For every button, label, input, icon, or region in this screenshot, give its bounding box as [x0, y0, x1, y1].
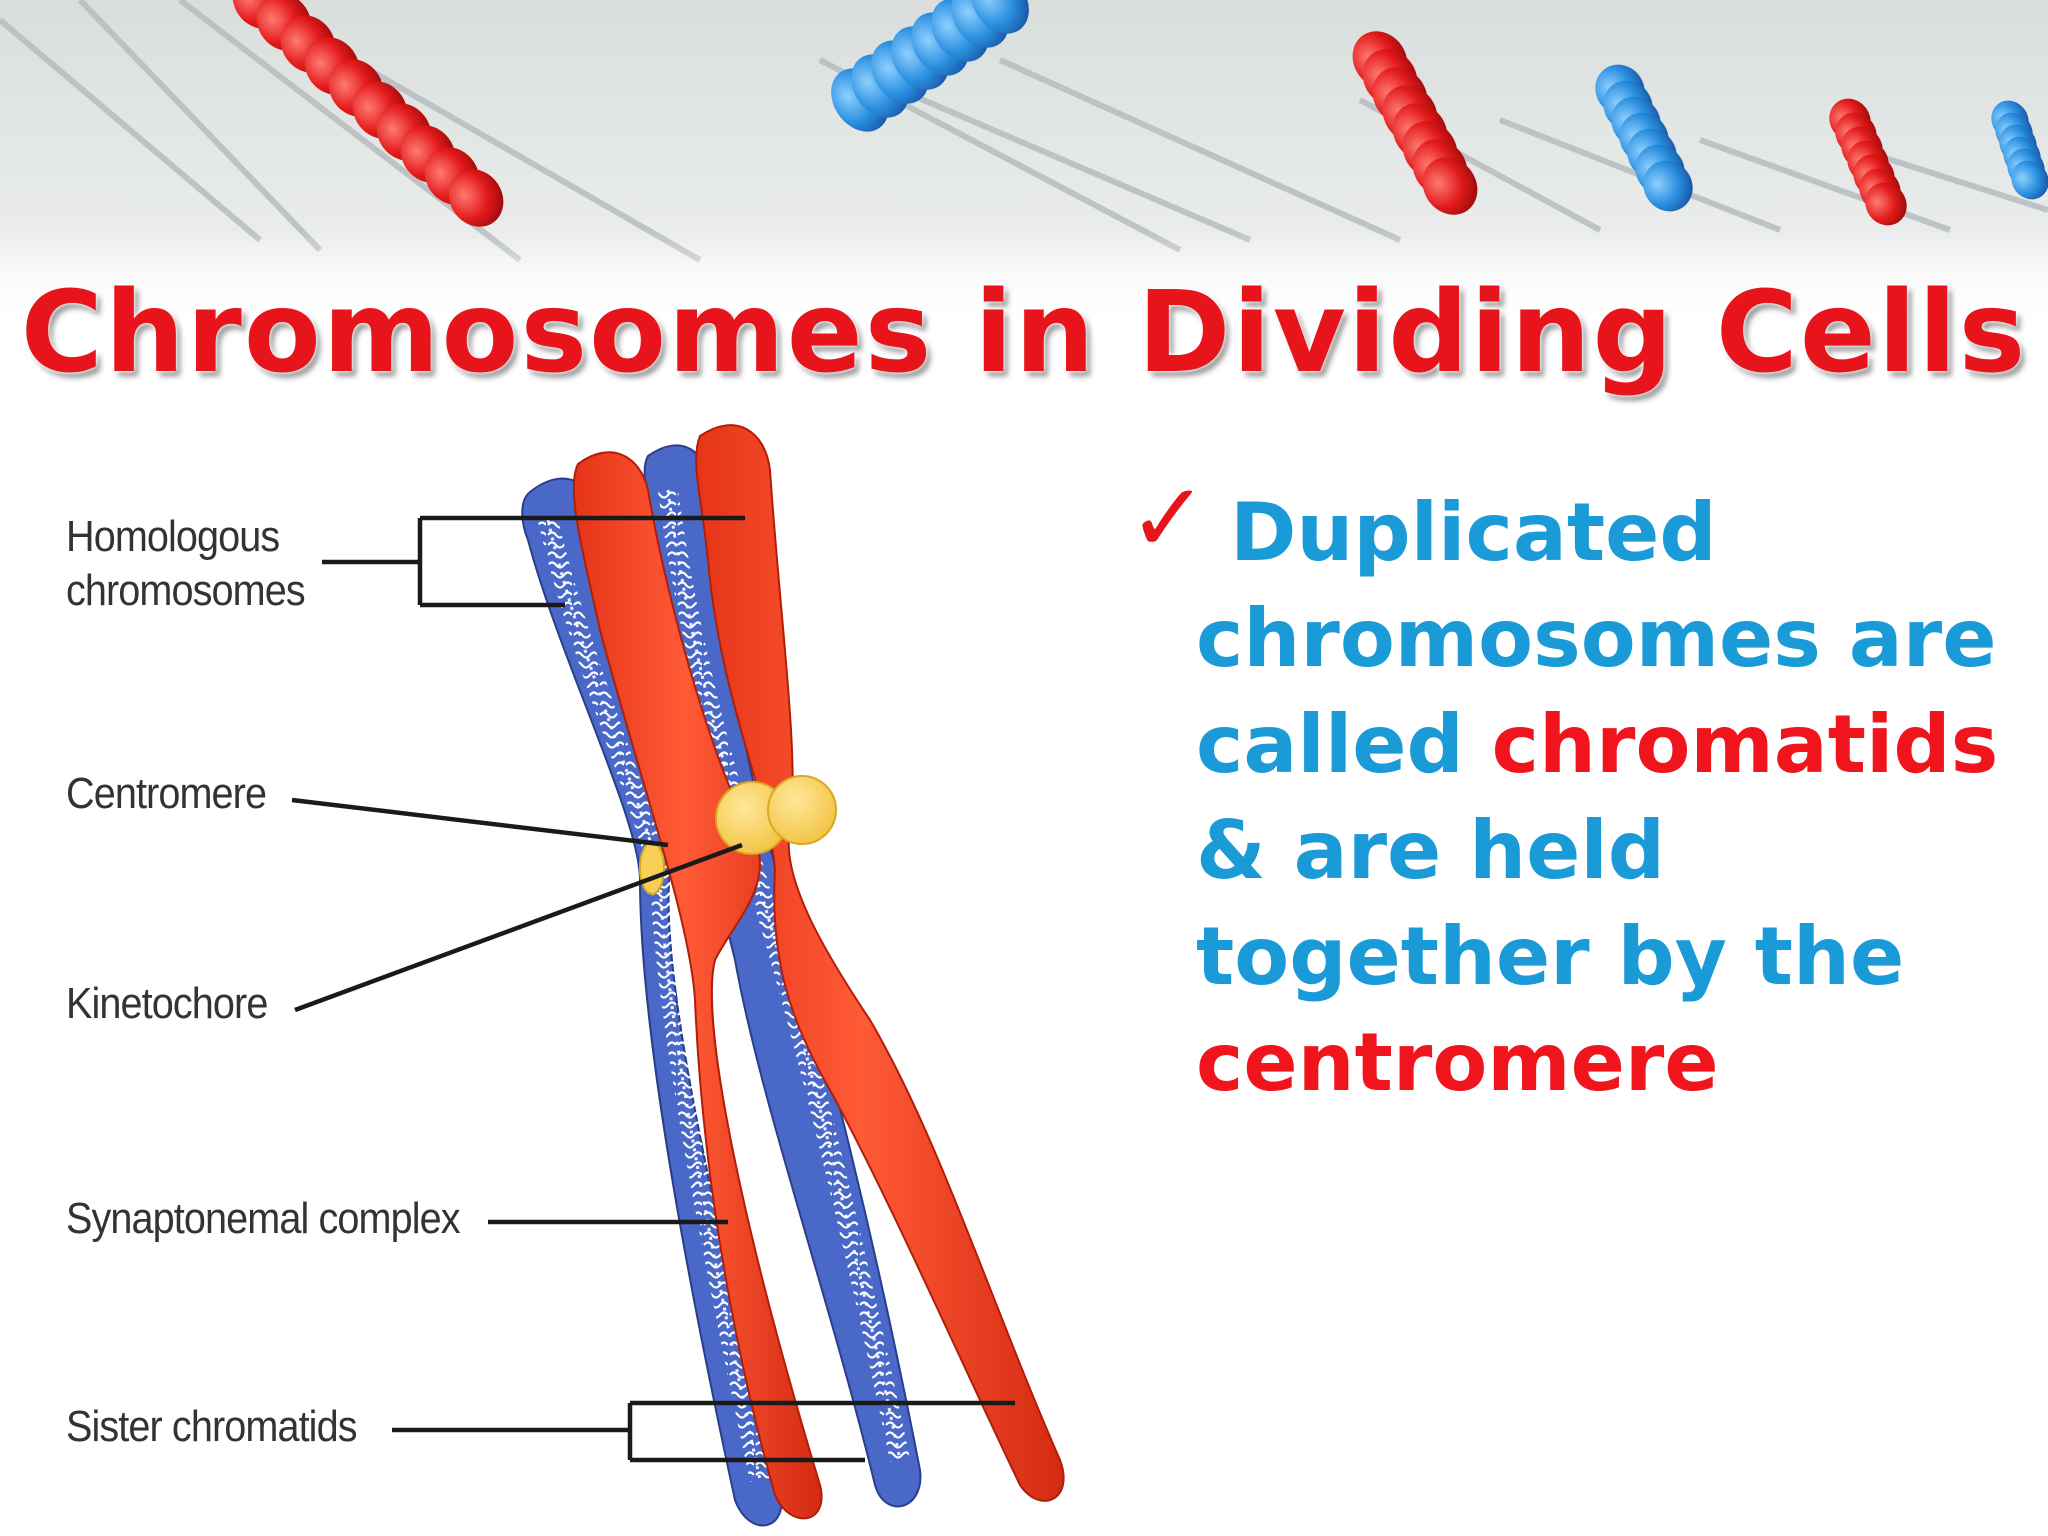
label-homologous-line1: Homologous [66, 512, 280, 561]
highlight-chromatids: chromatids [1491, 698, 1999, 791]
red-chromatid-left [572, 451, 823, 1520]
centromere-leader [291, 797, 669, 848]
label-homologous-chromosomes: Homologous chromosomes [66, 510, 306, 618]
label-sister-chromatids: Sister chromatids [66, 1402, 358, 1451]
helix-rod [898, 87, 1252, 243]
kinetochore-mark [639, 841, 665, 895]
helix-rod [77, 0, 323, 253]
bullet-line-4: & are held [1130, 798, 2030, 904]
kinetochore-leader [294, 842, 743, 1013]
bullet-line-1-text: Duplicated [1230, 486, 1717, 579]
bullet-line-5: together by the [1130, 904, 2030, 1010]
helix-bead [1865, 182, 1907, 226]
helix-rod [1859, 147, 2048, 213]
helix-rod [1698, 137, 1952, 233]
helix-rod [998, 57, 1402, 243]
label-synaptonemal-complex: Synaptonemal complex [66, 1194, 461, 1243]
helix-bead [448, 169, 504, 227]
helix-rod [0, 17, 262, 243]
bullet-line-6: centromere [1130, 1010, 2030, 1116]
helix-bead [1643, 160, 1693, 212]
check-mark-icon: ✓ [1128, 462, 1209, 574]
bullet-line-1: Duplicated [1130, 480, 2030, 586]
label-kinetochore: Kinetochore [66, 979, 268, 1028]
sister-bracket [392, 1400, 1015, 1463]
homologous-bracket [322, 515, 745, 608]
bullet-text: Duplicated chromosomes are called chroma… [1130, 480, 2030, 1116]
helix-bead [2011, 160, 2048, 200]
bullet-line-5-text: together by the [1196, 910, 1905, 1003]
bullet-line-3-text: called [1196, 698, 1492, 791]
bullet-line-3: called chromatids [1130, 692, 2030, 798]
bullet-line-2: chromosomes are [1130, 586, 2030, 692]
bullet-line-4-text: & are held [1196, 804, 1666, 897]
slide-title: Chromosomes in Dividing Cells [20, 268, 2028, 398]
centromere-right [767, 775, 837, 845]
highlight-centromere: centromere [1196, 1016, 1719, 1109]
helix-bead [971, 0, 1029, 34]
label-centromere: Centromere [66, 769, 267, 818]
dna-helix-banner [0, 0, 2048, 330]
chromosome-diagram [291, 424, 1065, 1527]
leader-lines [291, 515, 1015, 1463]
label-homologous-line2: chromosomes [66, 566, 306, 615]
bullet-line-2-text: chromosomes are [1196, 592, 1997, 685]
helix-bead [1422, 157, 1478, 215]
